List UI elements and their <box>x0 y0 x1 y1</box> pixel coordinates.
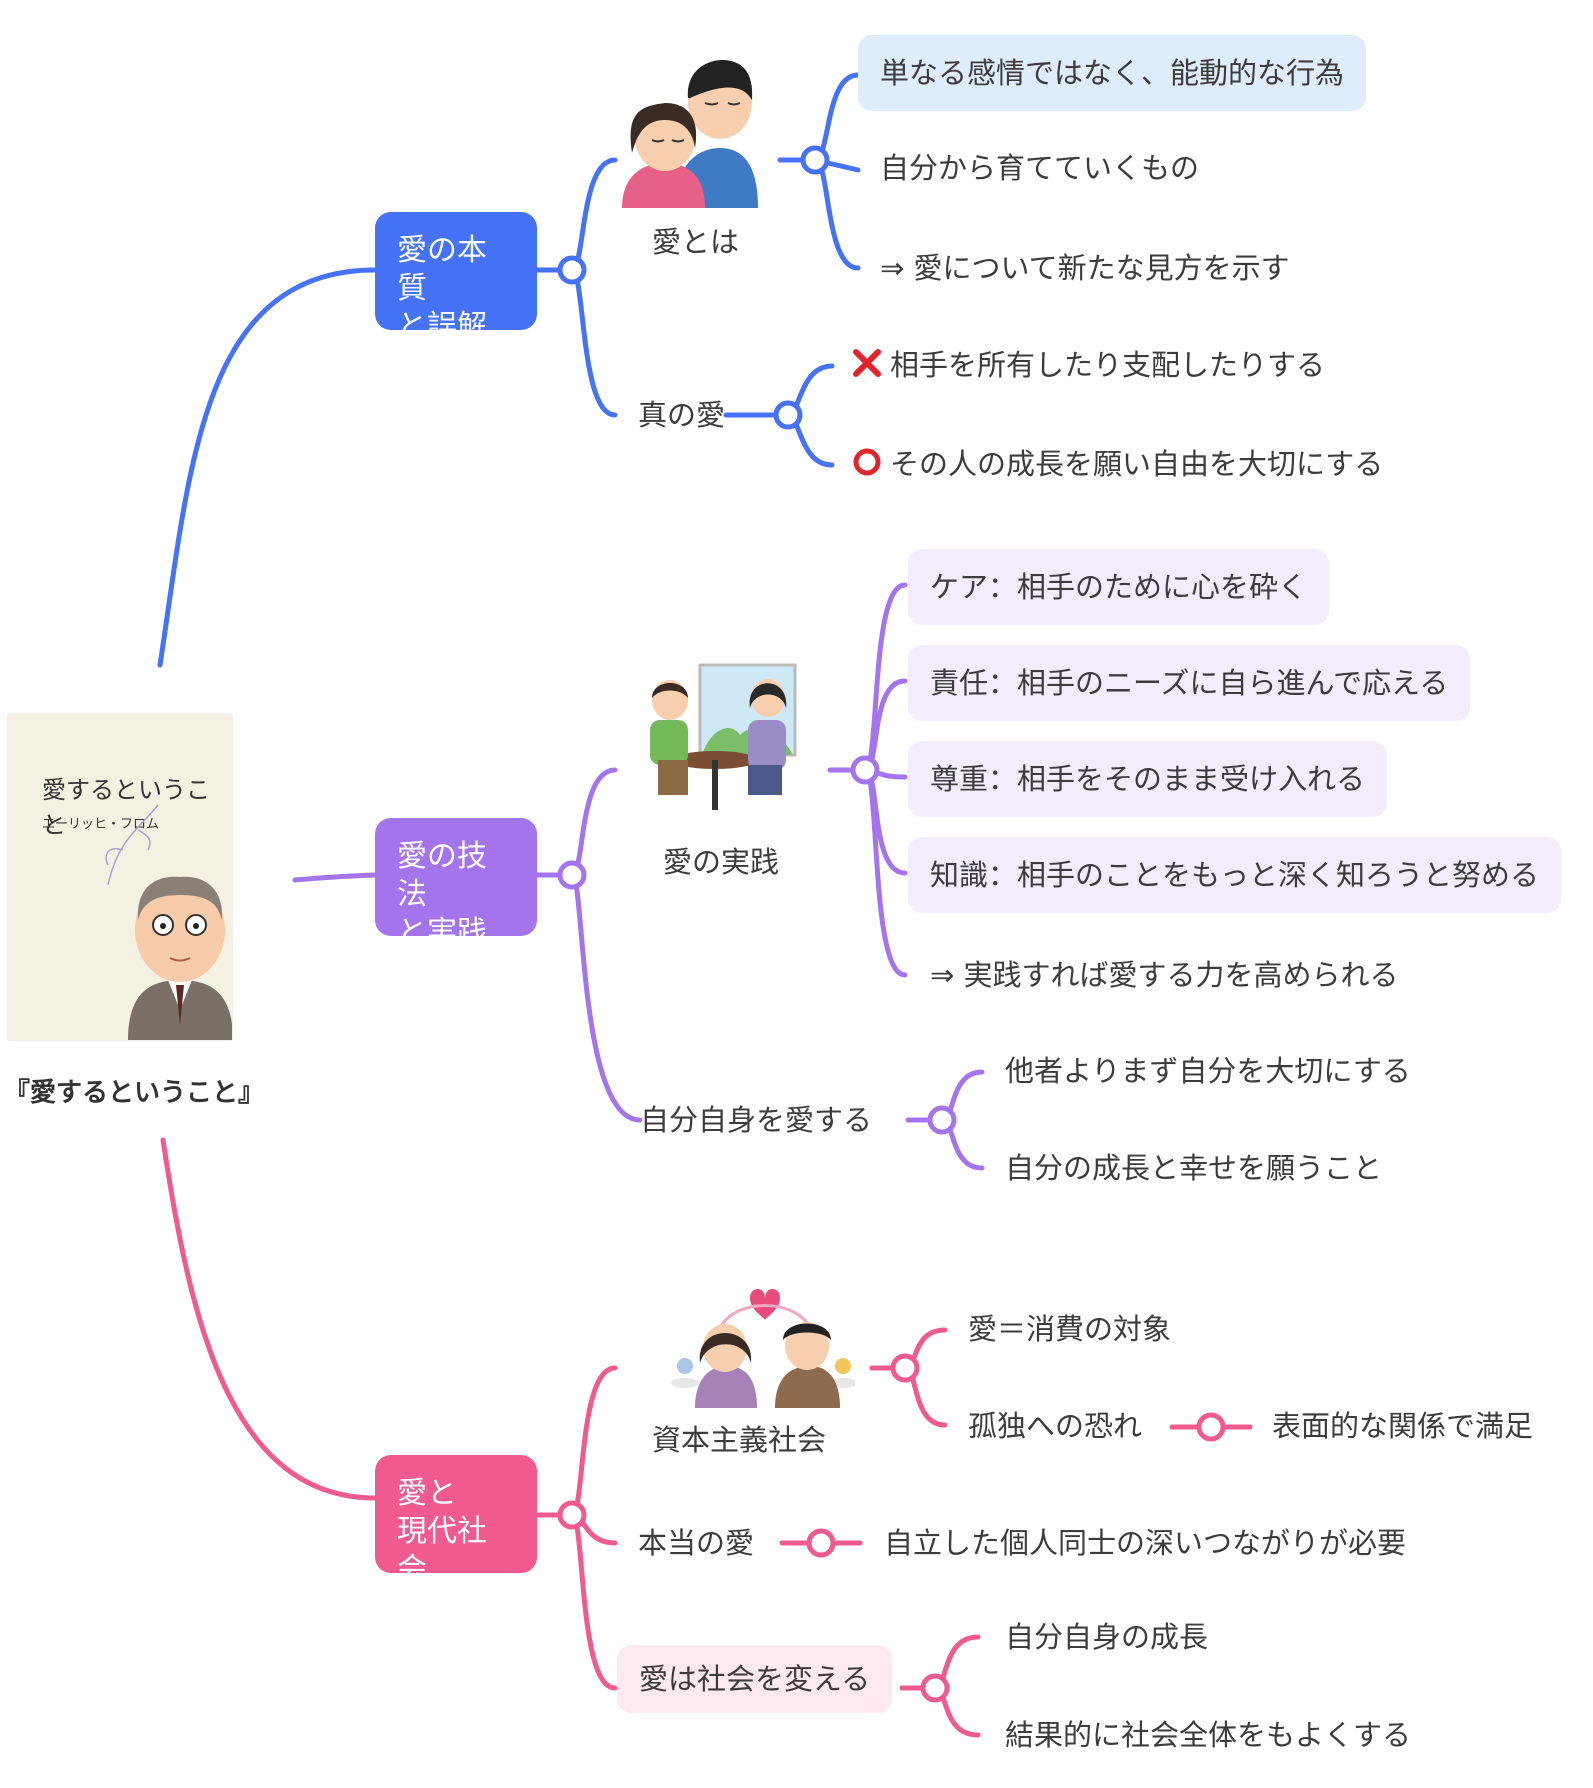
sub-love-yourself[interactable]: 自分自身を愛する <box>640 1103 873 1137</box>
leaf-grow-yourself[interactable]: 自分から育てていくもの <box>880 151 1200 185</box>
leaf-respect[interactable]: 尊重：相手をそのまま受け入れる <box>908 741 1388 817</box>
topic-love-essence-label: 愛の本質 と誤解 <box>397 233 487 344</box>
couple-smartphone-icon <box>671 1289 855 1408</box>
couple-hug-icon <box>622 60 758 208</box>
leaf-new-view[interactable]: ⇒ 愛について新たな見方を示す <box>880 251 1290 285</box>
root-title: 『愛するということ』 <box>4 1078 265 1108</box>
leaf-fear-loneliness[interactable]: 孤独への恐れ <box>968 1409 1143 1443</box>
topic-love-art-label: 愛の技法 と実践 <box>397 839 487 950</box>
leaf-active-act[interactable]: 単なる感情ではなく、能動的な行為 <box>858 35 1367 111</box>
sub-what-is-love[interactable]: 愛とは <box>652 225 740 259</box>
topic-love-art[interactable]: 愛の技法 と実践 <box>375 818 537 950</box>
sub-capitalism[interactable]: 資本主義社会 <box>652 1423 827 1457</box>
topic-love-essence[interactable]: 愛の本質 と誤解 <box>375 212 537 344</box>
leaf-wish-growth[interactable]: その人の成長を願い自由を大切にする <box>890 447 1384 481</box>
couple-cafe-icon <box>650 663 797 810</box>
leaf-love-consumption[interactable]: 愛＝消費の対象 <box>968 1312 1172 1346</box>
circle-mark-icon <box>852 447 882 481</box>
leaf-superficial-relations[interactable]: 表面的な関係で満足 <box>1272 1409 1534 1443</box>
leaf-own-growth[interactable]: 自分の成長と幸せを願うこと <box>1005 1151 1383 1185</box>
leaf-practice-increases[interactable]: ⇒ 実践すれば愛する力を高められる <box>930 958 1399 992</box>
leaf-deep-connection[interactable]: 自立した個人同士の深いつながりが必要 <box>884 1526 1407 1560</box>
topic-love-society[interactable]: 愛と 現代社会 <box>375 1455 537 1587</box>
book-cover-title: 愛するということ <box>42 776 210 839</box>
cross-mark-icon <box>852 348 882 382</box>
sub-love-changes-society[interactable]: 愛は社会を変える <box>617 1645 893 1713</box>
sub-real-love[interactable]: 本当の愛 <box>638 1526 755 1560</box>
sub-love-practice[interactable]: 愛の実践 <box>663 845 780 879</box>
leaf-self-first[interactable]: 他者よりまず自分を大切にする <box>1005 1054 1411 1088</box>
sub-true-love[interactable]: 真の愛 <box>638 398 726 432</box>
vine-decoration-icon <box>105 804 159 886</box>
leaf-better-society[interactable]: 結果的に社会全体をもよくする <box>1005 1718 1412 1752</box>
book-cover-image: 愛するということ エーリッヒ・フロム <box>8 715 232 1040</box>
leaf-care[interactable]: ケア：相手のために心を砕く <box>908 549 1330 625</box>
leaf-knowledge[interactable]: 知識：相手のことをもっと深く知ろうと努める <box>908 837 1562 913</box>
leaf-responsibility[interactable]: 責任：相手のニーズに自ら進んで応える <box>908 645 1471 721</box>
book-cover-author: エーリッヒ・フロム <box>42 817 160 832</box>
leaf-self-growth[interactable]: 自分自身の成長 <box>1005 1620 1209 1654</box>
author-portrait-icon <box>128 876 232 1040</box>
leaf-possess-control[interactable]: 相手を所有したり支配したりする <box>890 348 1326 382</box>
topic-love-society-label: 愛と 現代社会 <box>397 1476 487 1587</box>
